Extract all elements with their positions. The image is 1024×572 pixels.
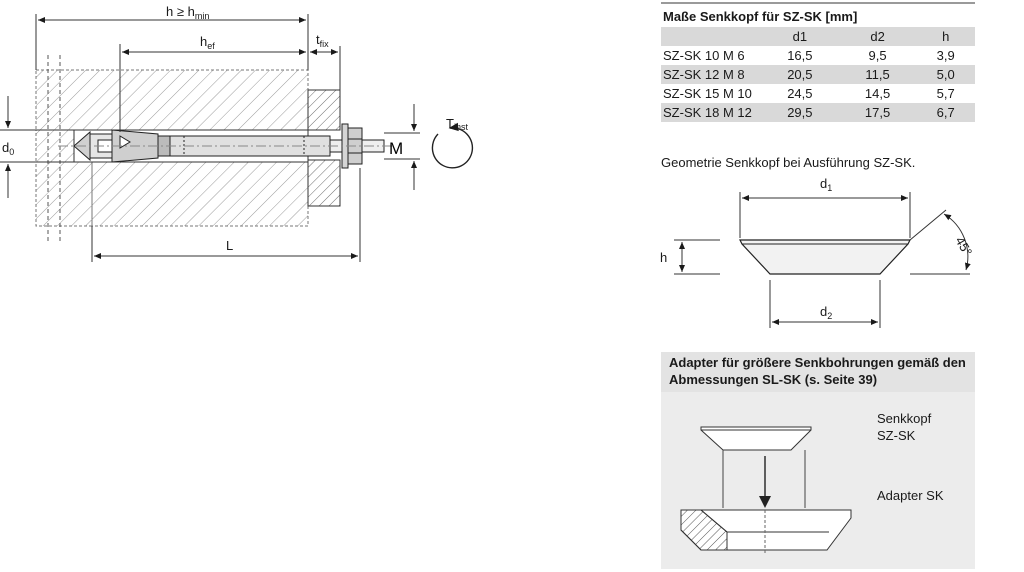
table-cell: 17,5 <box>838 103 917 122</box>
svg-text:d1: d1 <box>820 176 832 193</box>
insert-arrow <box>759 456 771 508</box>
table-cell: 3,9 <box>936 48 955 63</box>
label-adapter-sk: Adapter SK <box>877 488 944 503</box>
table-cell: 20,5 <box>761 65 839 84</box>
adapter-panel: Adapter für größere Senkbohrungen gemäß … <box>661 352 975 569</box>
table-cell: 29,5 <box>761 103 839 122</box>
table-title: Maße Senkkopf für SZ-SK [mm] <box>663 9 858 24</box>
table-top-rule <box>661 2 975 4</box>
svg-text:M: M <box>389 139 403 158</box>
label-line: Senkkopf <box>877 411 932 426</box>
table-cell: SZ-SK 18 M 12 <box>661 103 761 122</box>
svg-text:h ≥ hmin: h ≥ hmin <box>166 4 209 21</box>
svg-text:45°: 45° <box>952 234 975 259</box>
dimension-angle-45: 45° <box>909 209 975 275</box>
table-cell: 11,5 <box>838 65 917 84</box>
dimension-d1: d1 <box>739 176 911 238</box>
label-countersunk-head: Senkkopf SZ-SK <box>877 410 931 444</box>
concrete-base <box>35 69 309 227</box>
break-lines <box>47 55 61 242</box>
torque-symbol: Tinst <box>431 116 474 169</box>
table-row: SZ-SK 12 M 8 20,5 11,5 5,0 <box>661 65 975 84</box>
svg-text:d2: d2 <box>820 304 832 321</box>
dimension-t-fix: tfix <box>310 32 341 90</box>
table-row: SZ-SK 15 M 10 24,5 14,5 5,7 <box>661 84 975 103</box>
svg-text:tfix: tfix <box>316 32 329 49</box>
table-cell: 14,5 <box>864 86 891 101</box>
table-cell: 24,5 <box>787 86 813 101</box>
table-cell: 6,7 <box>916 103 975 122</box>
geometry-caption: Geometrie Senkkopf bei Ausführung SZ-SK. <box>661 155 916 170</box>
dimension-h-min: h ≥ hmin <box>35 4 309 70</box>
dimension-d0: d0 <box>0 96 74 198</box>
table-cell: SZ-SK 15 M 10 <box>663 86 752 101</box>
table-cell: SZ-SK 12 M 8 <box>661 65 761 84</box>
column-header: h <box>916 27 975 46</box>
dimensions-table: d1 d2 h SZ-SK 10 M 6 16,5 9,5 3,9 SZ-SK … <box>661 27 975 122</box>
countersunk-head-profile <box>739 239 911 275</box>
countersunk-geometry-drawing: d1 d2 h 45° <box>660 176 975 328</box>
dimension-h-ef: hef <box>119 34 306 132</box>
svg-text:hef: hef <box>200 34 215 51</box>
column-header: d1 <box>761 27 839 46</box>
table-header-row: d1 d2 h <box>661 27 975 46</box>
anchor-installation-drawing: h ≥ hmin hef tfix d0 L M <box>0 4 420 262</box>
table-row: SZ-SK 10 M 6 16,5 9,5 3,9 <box>661 46 975 65</box>
table-cell: 9,5 <box>868 48 887 63</box>
svg-text:Tinst: Tinst <box>446 116 468 132</box>
table-row: SZ-SK 18 M 12 29,5 17,5 6,7 <box>661 103 975 122</box>
svg-text:L: L <box>226 238 233 253</box>
label-line: SZ-SK <box>877 428 916 443</box>
dimension-L: L <box>91 168 361 262</box>
table-cell: 5,0 <box>916 65 975 84</box>
countersunk-dimensions-table: Maße Senkkopf für SZ-SK [mm] d1 d2 h SZ-… <box>661 2 975 122</box>
dimension-d2: d2 <box>769 280 881 328</box>
column-header <box>661 27 761 46</box>
dimension-h: h <box>660 239 720 275</box>
dimension-M: M <box>384 104 420 190</box>
svg-text:h: h <box>660 250 667 265</box>
adapter-title: Adapter für größere Senkbohrungen gemäß … <box>669 355 966 387</box>
fixture-plate <box>307 89 341 207</box>
table-cell: 16,5 <box>787 48 813 63</box>
adapter-illustration: Senkkopf SZ-SK Adapter SK <box>661 392 975 569</box>
adapter-drawing <box>680 426 852 554</box>
table-cell: 5,7 <box>936 86 955 101</box>
table-cell: SZ-SK 10 M 6 <box>663 48 745 63</box>
column-header: d2 <box>838 27 917 46</box>
adapter-sk-shape <box>680 509 852 554</box>
svg-text:d0: d0 <box>2 140 14 157</box>
